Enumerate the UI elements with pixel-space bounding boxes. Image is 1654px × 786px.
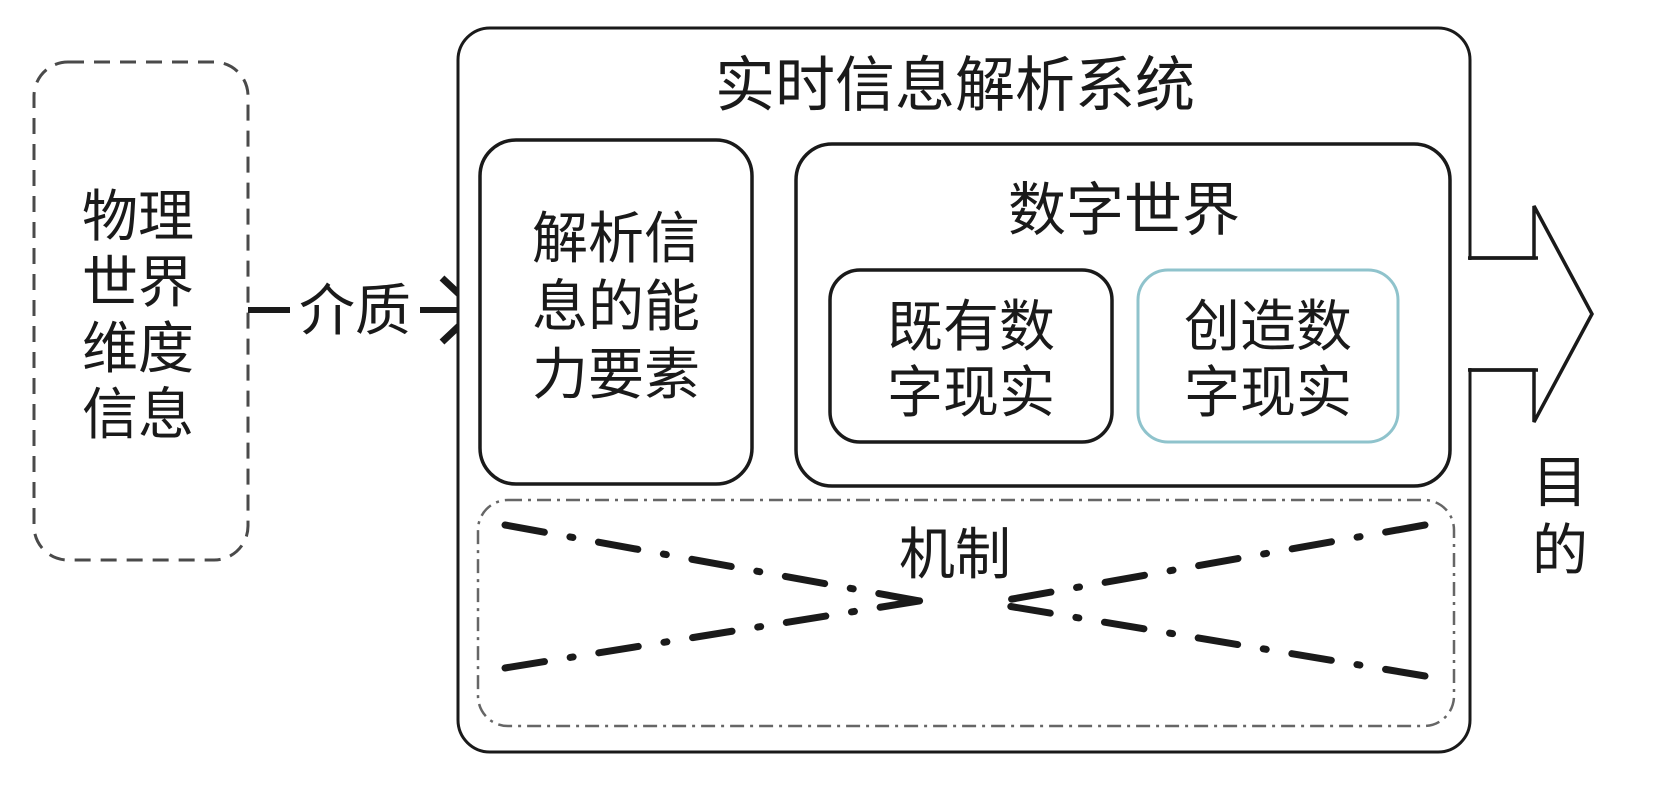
physical-world-line-3: 维度: [82, 317, 194, 382]
mechanism-cross-lines: [501, 521, 1429, 680]
ability-line-1: 解析信: [532, 207, 700, 272]
analysis-ability-box: 解析信 息的能 力要素: [478, 138, 754, 486]
existing-digital-reality-box: 既有数 字现实: [828, 268, 1114, 444]
purpose-line-2: 的: [1532, 519, 1588, 584]
mechanism-box: 机制: [476, 498, 1456, 728]
existing-line-2: 字现实: [887, 361, 1055, 426]
medium-label: 介质: [299, 279, 411, 344]
purpose-line-1: 目: [1532, 451, 1588, 516]
realtime-analysis-system-box: 实时信息解析系统: [456, 26, 1472, 754]
ability-line-3: 力要素: [532, 343, 700, 408]
digital-world-box: 数字世界 既有数 字现实 创造数 字现实: [794, 142, 1452, 488]
created-line-1: 创造数: [1184, 295, 1352, 360]
created-digital-reality-box: 创造数 字现实: [1136, 268, 1400, 444]
ability-line-2: 息的能: [532, 275, 700, 340]
digital-world-title: 数字世界: [1008, 176, 1240, 244]
physical-world-box: 物理 世界 维度 信息: [32, 60, 250, 562]
existing-line-1: 既有数: [887, 295, 1055, 360]
system-title: 实时信息解析系统: [715, 51, 1195, 121]
created-line-2: 字现实: [1184, 361, 1352, 426]
physical-world-line-4: 信息: [82, 383, 194, 448]
physical-world-line-2: 世界: [82, 251, 194, 316]
medium-arrow: 介质: [248, 275, 482, 345]
purpose-label: 目 的: [1532, 451, 1588, 584]
physical-world-line-1: 物理: [82, 185, 194, 250]
mechanism-label: 机制: [899, 523, 1011, 588]
